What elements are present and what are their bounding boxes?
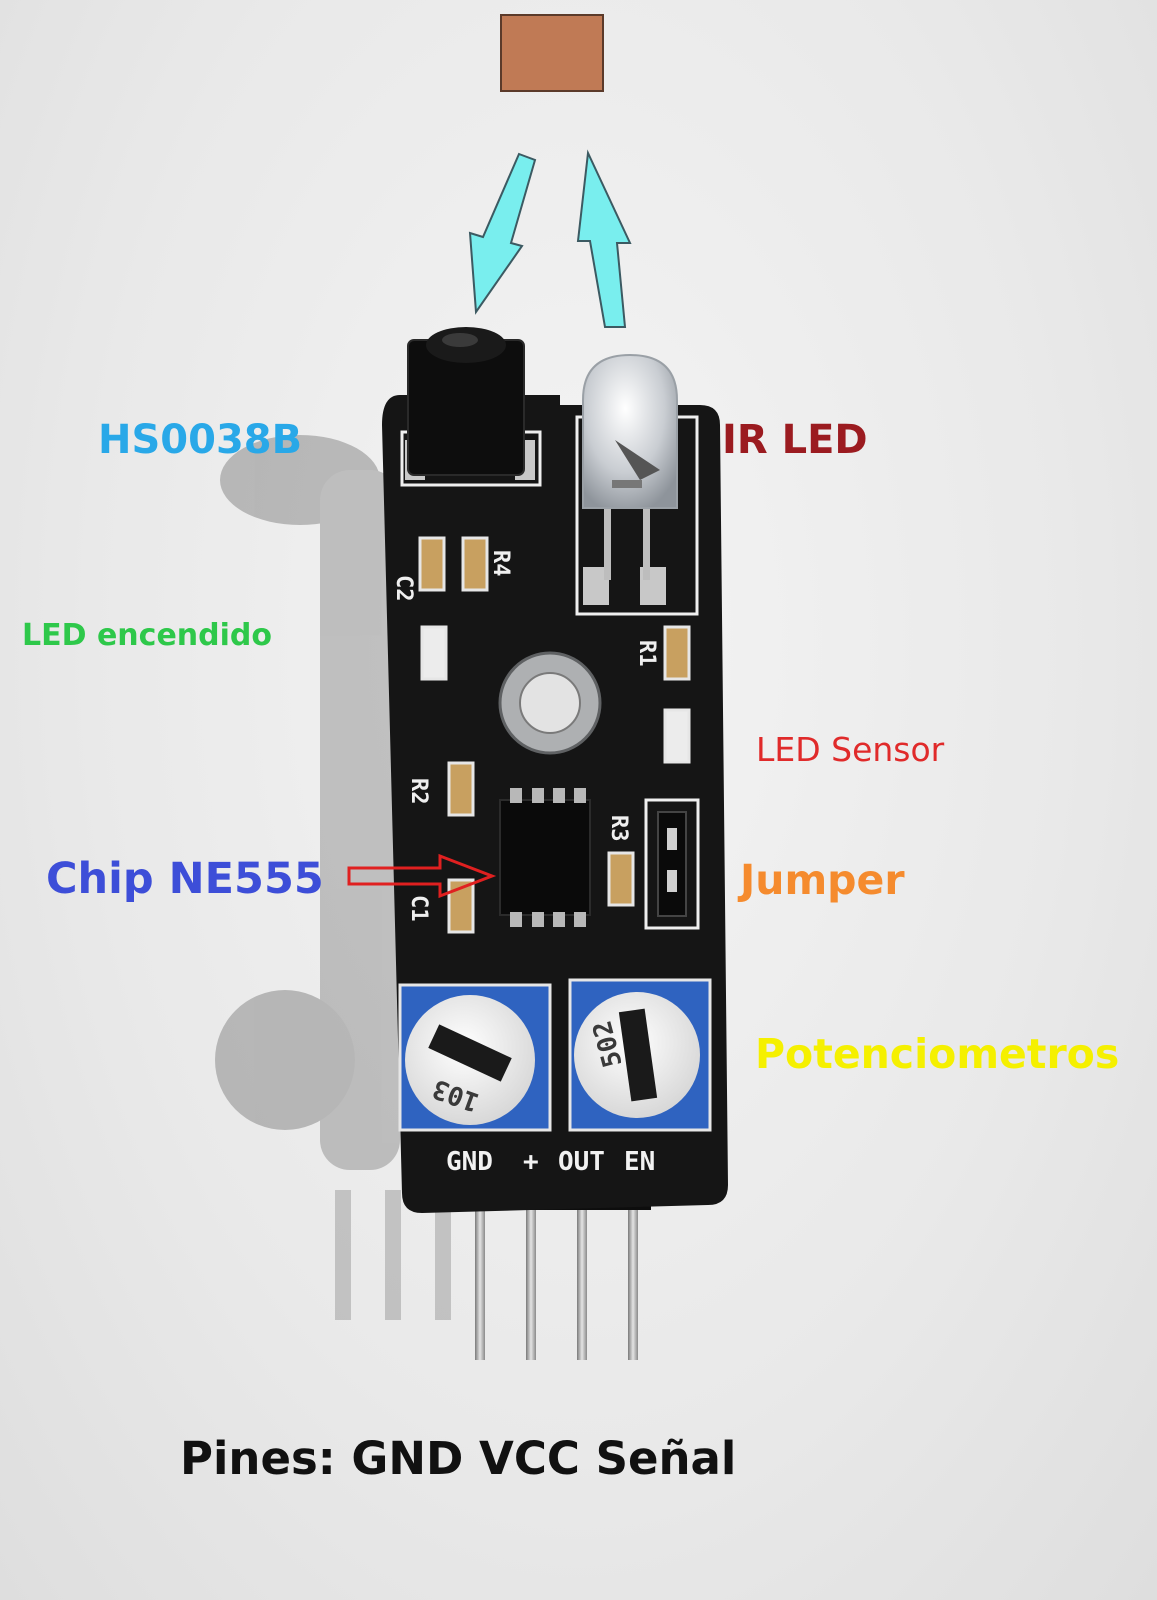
smd-component-labels: C2 R4 R1 R2 R3 C1 xyxy=(391,550,659,922)
svg-text:C1: C1 xyxy=(406,895,431,922)
svg-text:R2: R2 xyxy=(406,778,431,805)
label-receiver: HS0038B xyxy=(98,417,303,463)
label-pins: Pines: GND VCC Señal xyxy=(180,1432,737,1485)
potentiometer-right: 502 xyxy=(568,978,712,1132)
label-jumper: Jumper xyxy=(740,856,905,904)
potentiometer-left: 103 xyxy=(398,983,552,1132)
label-potentiometers: Potenciometros xyxy=(755,1030,1120,1078)
smd-components xyxy=(418,536,691,934)
header-silkscreen: GND + OUT EN xyxy=(446,1147,655,1177)
board-shadow xyxy=(215,435,451,1320)
svg-text:R4: R4 xyxy=(488,550,513,577)
ne555-chip xyxy=(499,788,591,927)
pin-label-gnd: GND xyxy=(446,1147,493,1177)
pin-label-en: EN xyxy=(624,1147,655,1177)
pin-label-out: OUT xyxy=(558,1147,605,1177)
label-ir-led: IR LED xyxy=(722,417,868,463)
label-chip: Chip NE555 xyxy=(46,854,324,904)
ir-led xyxy=(582,353,678,509)
jumper xyxy=(644,798,700,930)
pin-label-vcc: + xyxy=(523,1147,539,1177)
reflected-signal-arrow xyxy=(468,152,537,315)
pcb-board: C2 R4 R1 R2 R3 C1 xyxy=(382,327,728,1213)
svg-text:R1: R1 xyxy=(634,640,659,667)
detected-object xyxy=(500,14,604,92)
svg-text:C2: C2 xyxy=(391,575,416,602)
emitted-signal-arrow xyxy=(576,149,632,328)
label-power-led: LED encendido xyxy=(22,618,272,653)
svg-text:R3: R3 xyxy=(606,815,631,842)
label-sensor-led: LED Sensor xyxy=(756,730,945,769)
chip-pointer-arrow xyxy=(347,853,497,899)
